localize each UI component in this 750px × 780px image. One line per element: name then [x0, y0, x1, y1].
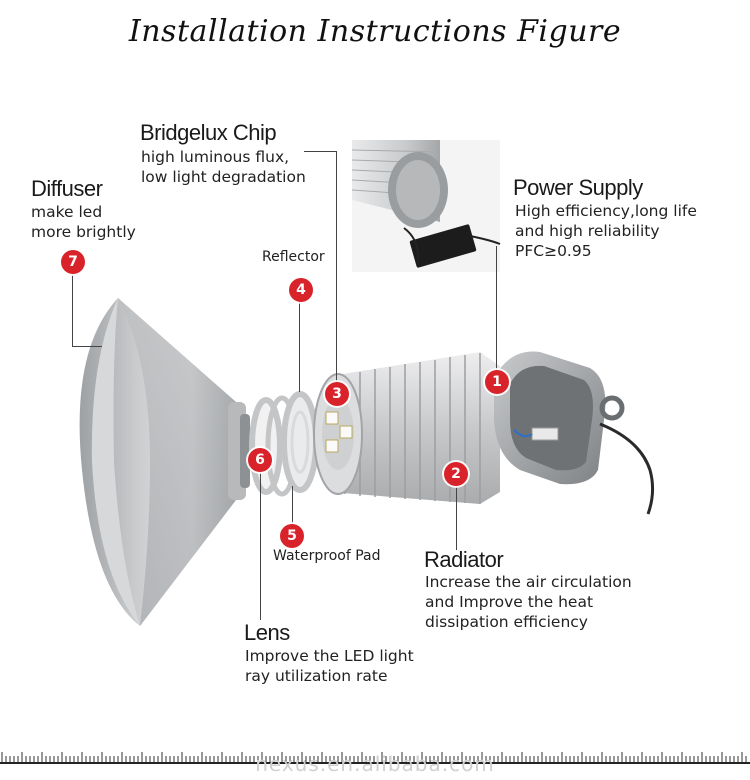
leader-line — [292, 486, 293, 526]
leader-line — [299, 300, 300, 392]
label-diffuser: Diffuser — [31, 176, 103, 201]
desc-bridgelux-chip: high luminous flux, low light degradatio… — [141, 148, 306, 186]
label-waterproof-pad: Waterproof Pad — [273, 548, 381, 564]
badge-reflector: 4 — [289, 278, 313, 302]
desc-lens: Improve the LED light ray utilization ra… — [245, 647, 414, 685]
badge-waterproof-pad: 5 — [280, 524, 304, 548]
badge-radiator: 2 — [444, 462, 468, 486]
label-radiator: Radiator — [424, 547, 504, 572]
radiator-body — [313, 352, 500, 504]
optics-rings — [249, 391, 319, 497]
desc-power-supply: High efficiency,long life and high relia… — [515, 202, 697, 260]
watermark: nexus.en.alibaba.com — [255, 752, 495, 776]
leader-line — [260, 470, 261, 620]
footer-ruler — [0, 752, 750, 764]
power-supply-photo — [351, 140, 501, 272]
driver-housing — [494, 351, 655, 515]
desc-radiator: Increase the air circulation and Improve… — [425, 573, 632, 631]
label-reflector: Reflector — [262, 249, 325, 265]
desc-diffuser: make led more brightly — [31, 203, 136, 241]
leader-line — [72, 268, 73, 346]
leader-line — [496, 246, 497, 372]
leader-line — [456, 484, 457, 550]
leader-line — [304, 151, 336, 152]
badge-diffuser: 7 — [61, 250, 85, 274]
leader-line — [72, 346, 102, 347]
diffuser-shade — [79, 298, 250, 626]
label-lens: Lens — [244, 620, 290, 645]
label-power-supply: Power Supply — [513, 175, 643, 200]
figure-title: Installation Instructions Figure — [128, 14, 622, 49]
label-bridgelux-chip: Bridgelux Chip — [140, 120, 277, 145]
badge-power-supply: 1 — [485, 370, 509, 394]
badge-lens: 6 — [248, 448, 272, 472]
badge-bridgelux-chip: 3 — [325, 382, 349, 406]
leader-line — [336, 151, 337, 391]
